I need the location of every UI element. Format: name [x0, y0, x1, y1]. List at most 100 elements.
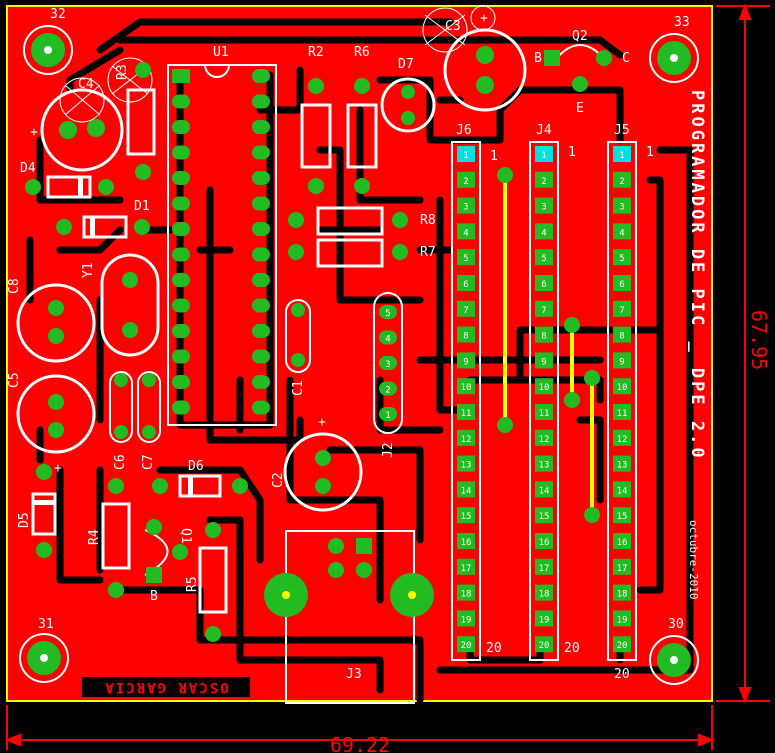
pin-number: 6 [541, 280, 546, 290]
pin-number: 19 [461, 615, 472, 625]
label-j4: J4 [536, 123, 552, 138]
diode-d6-footprint [152, 474, 248, 498]
label-q2-b: B [534, 51, 542, 66]
resistor-r8-footprint [288, 206, 408, 236]
pin-number: 18 [461, 590, 472, 600]
header-pin [457, 146, 475, 162]
resistor-r6-footprint [346, 78, 378, 194]
connector-j3-footprint [264, 530, 434, 704]
board-date: octubre-2010 [687, 520, 700, 599]
author-name: OSCAR GARCIA [103, 679, 228, 695]
pin-number: 16 [539, 538, 550, 548]
pin-number: 11 [617, 409, 628, 419]
label-pin20-j6: 20 [486, 641, 502, 656]
label-j6: J6 [456, 123, 472, 138]
resistor-r4-footprint [101, 478, 131, 598]
pin-number: 15 [539, 512, 550, 522]
u1-pad [172, 375, 190, 389]
header-pin [613, 197, 631, 214]
u1-pad [252, 69, 270, 83]
capacitor-c7-footprint [137, 371, 161, 443]
header-pin [535, 404, 553, 420]
pin-number: 14 [461, 486, 472, 496]
label-q2-c: C [622, 51, 630, 66]
author-label-frame [82, 677, 250, 697]
label-r2: R2 [308, 45, 324, 60]
label-j3: J3 [346, 667, 362, 682]
header-pin [613, 429, 631, 446]
pin-number: 8 [463, 332, 468, 342]
label-j2: J2 [381, 442, 396, 458]
capacitor-c3-footprint [422, 5, 527, 112]
pin-number: 13 [617, 461, 628, 471]
label-u1: U1 [213, 45, 229, 60]
header-pin [535, 171, 553, 188]
header-pin [457, 352, 475, 369]
header-pin [613, 326, 631, 343]
j2-pin-number: 3 [385, 360, 390, 370]
header-pin [535, 533, 553, 549]
header-pin [535, 146, 553, 162]
u1-pad [172, 273, 190, 287]
pin-number: 2 [463, 177, 468, 187]
resistor-r7-footprint [288, 238, 408, 268]
pin-number: 20 [539, 641, 550, 651]
label-j5: J5 [614, 123, 630, 138]
transistor-q2-footprint [544, 44, 612, 92]
capacitor-c1-footprint [285, 299, 311, 373]
label-d7: D7 [398, 57, 414, 72]
pin-number: 11 [461, 409, 472, 419]
header-pin [535, 455, 553, 472]
silkscreen-labels: U1 R2 R6 D7 C3 Q2 C4 R3 D4 D1 R8 R7 Y1 C… [7, 7, 690, 682]
u1-pad [172, 349, 190, 364]
mounting-hole-33 [649, 33, 699, 83]
pin-number: 3 [463, 203, 468, 213]
header-pin [457, 610, 475, 627]
u1-pad [172, 196, 190, 211]
label-d5: D5 [17, 512, 32, 528]
resistor-r3-footprint [126, 62, 156, 180]
crystal-y1-footprint [100, 253, 160, 357]
u1-pad [172, 298, 190, 313]
label-c2: C2 [271, 472, 286, 488]
header-pin [535, 378, 553, 395]
pin-number: 18 [539, 590, 550, 600]
label-r6: R6 [354, 45, 370, 60]
label-pin20-j5: 20 [614, 667, 630, 682]
diode-d5-footprint [31, 464, 57, 558]
u1-pad [172, 69, 190, 83]
pin-number: 18 [617, 590, 628, 600]
resistor-r2-footprint [300, 78, 332, 194]
pin-number: 2 [541, 177, 546, 187]
u1-pad [252, 120, 270, 134]
header-pin [535, 249, 553, 266]
header-pin [535, 584, 553, 601]
label-c1: C1 [291, 380, 306, 396]
header-pin [613, 558, 631, 575]
j2-pad [379, 305, 397, 319]
header-pin [457, 533, 475, 549]
u1-pad [252, 145, 270, 160]
diode-d4-footprint [25, 175, 114, 199]
pin-number: 15 [461, 512, 472, 522]
header-pin [535, 223, 553, 240]
mounting-hole-32 [23, 25, 73, 75]
j2-pin-number: 5 [385, 309, 390, 319]
header-pin [457, 636, 475, 653]
header-pin [613, 352, 631, 369]
header-pin [535, 481, 553, 498]
pin-number: 7 [619, 306, 624, 316]
pin-number: 5 [463, 254, 468, 264]
label-q1-b: B [150, 589, 158, 604]
u1-pad [252, 247, 270, 262]
u1-pad [172, 171, 190, 185]
header-pin [457, 275, 475, 291]
label-c3-plus: + [480, 11, 488, 26]
transistor-q1-footprint [144, 519, 188, 583]
pin-number: 13 [539, 461, 550, 471]
header-pin [613, 404, 631, 420]
j2-pad [379, 330, 397, 345]
